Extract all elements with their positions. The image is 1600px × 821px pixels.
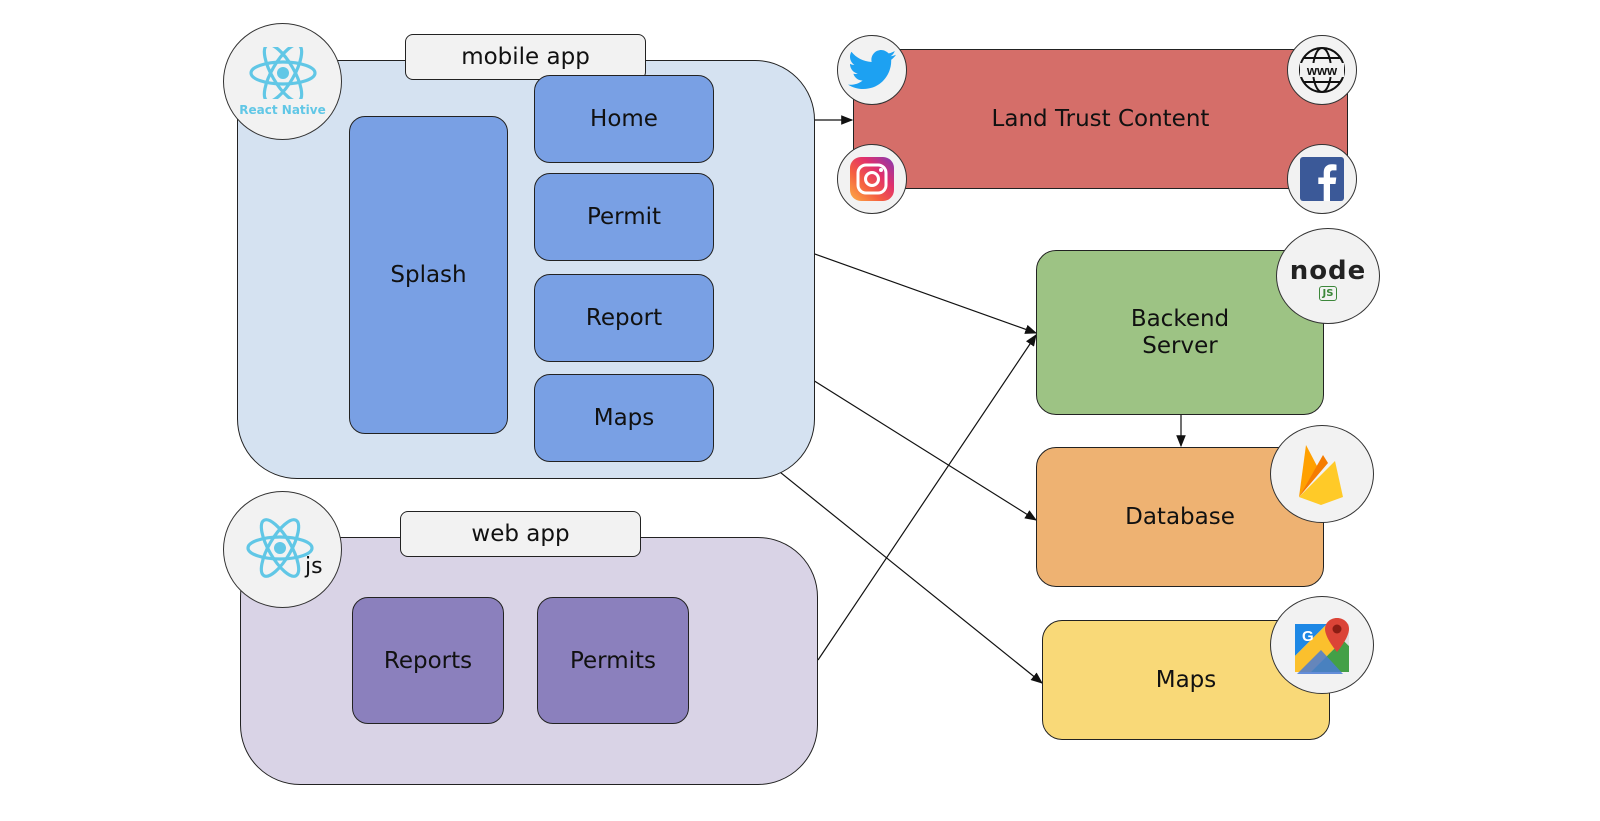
firebase-icon <box>1299 445 1343 505</box>
backend-line2: Server <box>1142 332 1218 359</box>
node-js-sub-text: JS <box>1318 285 1338 301</box>
react-native-badge: React Native <box>223 23 342 140</box>
arrow-webapp-to-backend <box>817 334 1037 661</box>
twitter-badge <box>837 35 907 105</box>
instagram-icon <box>850 157 894 201</box>
home-screen[interactable]: Home <box>534 75 714 163</box>
land-trust-content[interactable]: Land Trust Content <box>853 49 1348 189</box>
google-maps-icon: G <box>1295 618 1349 674</box>
splash-screen[interactable]: Splash <box>349 116 508 434</box>
node-js-icon: node <box>1289 255 1367 286</box>
mobile-app-label: mobile app <box>405 34 646 80</box>
backend-line1: Backend <box>1130 305 1230 332</box>
react-js-badge: js <box>223 491 342 608</box>
node-js-badge: node JS <box>1276 228 1380 324</box>
report-screen[interactable]: Report <box>534 274 714 362</box>
google-maps-badge: G <box>1270 596 1374 694</box>
www-badge: www <box>1287 35 1357 105</box>
facebook-badge <box>1287 144 1357 214</box>
reports-page[interactable]: Reports <box>352 597 504 724</box>
web-app-label: web app <box>400 511 641 557</box>
twitter-icon <box>848 50 896 89</box>
facebook-icon <box>1300 157 1344 201</box>
www-text: www <box>1306 63 1338 78</box>
permit-screen[interactable]: Permit <box>534 173 714 261</box>
js-text: js <box>305 554 323 579</box>
www-globe-icon: www <box>1299 47 1345 93</box>
react-js-icon <box>245 517 314 578</box>
permits-page[interactable]: Permits <box>537 597 689 724</box>
react-native-text: React Native <box>239 102 326 117</box>
instagram-badge <box>837 144 907 214</box>
svg-text:G: G <box>1302 628 1314 645</box>
maps-screen[interactable]: Maps <box>534 374 714 462</box>
web-app-group <box>240 537 818 785</box>
firebase-badge <box>1270 425 1374 523</box>
mobile-app-group <box>237 60 815 479</box>
react-native-icon <box>248 46 317 99</box>
